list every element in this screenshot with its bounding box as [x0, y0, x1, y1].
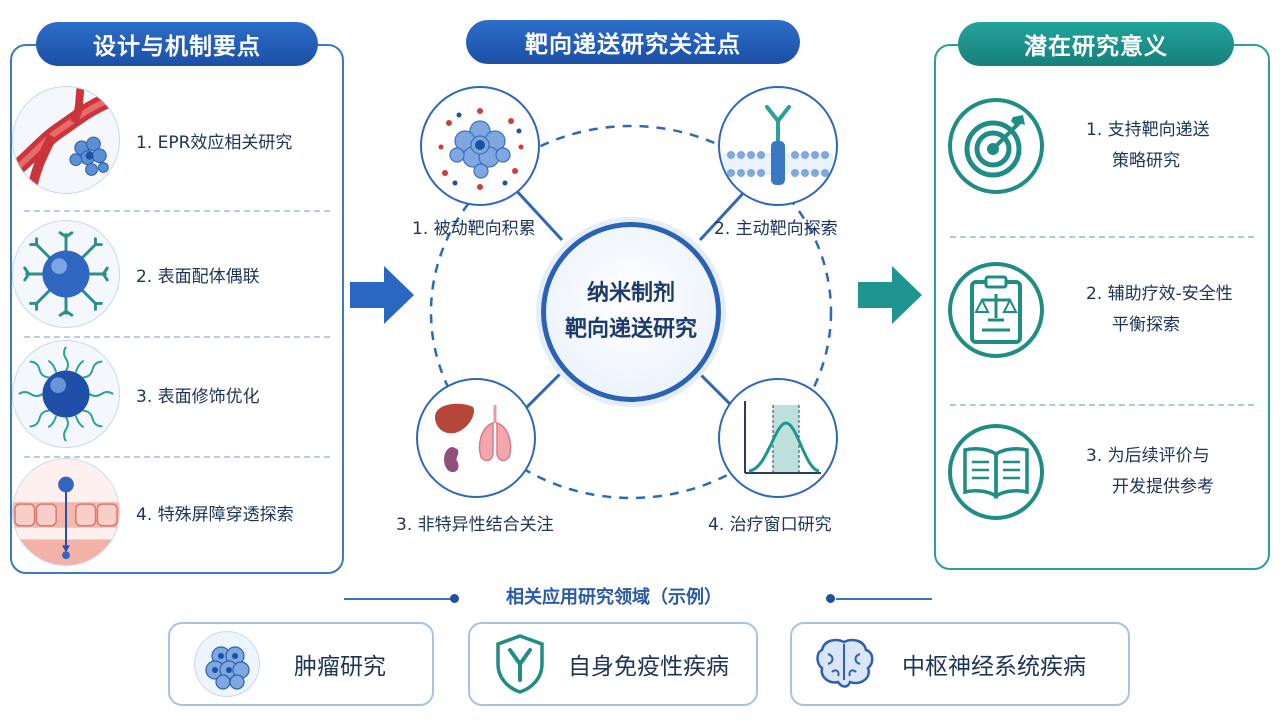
divider [344, 598, 452, 600]
application-card-cns: 中枢神经系统疾病 [790, 622, 1130, 706]
application-card-autoimmune: 自身免疫性疾病 [468, 622, 758, 706]
divider-dot [826, 594, 835, 603]
design-item-surface: 3. 表面修饰优化 [12, 340, 322, 448]
node-passive-targeting [420, 86, 540, 206]
center-title-line1: 纳米制剂 [586, 281, 675, 306]
divider [24, 336, 330, 338]
central-hub-nanoformulation: 纳米制剂 靶向递送研究 [541, 222, 721, 402]
divider [836, 598, 932, 600]
divider [24, 210, 330, 212]
divider-dot [450, 594, 459, 603]
organs-icon [435, 403, 512, 473]
application-label: 中枢神经系统疾病 [902, 654, 1086, 680]
design-item-epr: 1. EPR效应相关研究 [12, 86, 322, 194]
barrier-penetration-icon [12, 458, 120, 566]
application-label: 肿瘤研究 [294, 654, 386, 680]
flow-arrow-right-icon [350, 266, 414, 324]
brain-icon [812, 631, 878, 697]
ligand-nanoparticle-icon [12, 220, 120, 328]
target-icon [948, 98, 1044, 194]
clipboard-scale-icon [948, 262, 1044, 358]
significance-item-reference: 3. 为后续评价与 开发提供参考 [946, 424, 1262, 520]
design-item-ligand: 2. 表面配体偶联 [12, 220, 322, 328]
design-item-label: 2. 表面配体偶联 [136, 266, 260, 287]
node-label: 4. 治疗窗口研究 [708, 515, 832, 535]
open-book-icon [948, 424, 1044, 520]
polymer-coated-nanoparticle-icon [12, 340, 120, 448]
node-active-targeting [718, 86, 838, 206]
significance-label: 1. 支持靶向递送 策略研究 [1086, 120, 1210, 171]
significance-item-strategy: 1. 支持靶向递送 策略研究 [946, 98, 1262, 194]
significance-label: 3. 为后续评价与 开发提供参考 [1086, 446, 1214, 497]
targeting-focus-title: 靶向递送研究关注点 [466, 20, 800, 64]
antibody-shield-icon [490, 631, 550, 697]
divider [950, 404, 1254, 406]
node-label: 2. 主动靶向探索 [714, 219, 838, 239]
design-item-label: 4. 特殊屏障穿透探索 [136, 504, 294, 525]
divider [950, 236, 1254, 238]
blood-vessel-nanoparticle-icon [12, 86, 120, 194]
application-label: 自身免疫性疾病 [568, 654, 729, 680]
divider [24, 456, 330, 458]
design-item-label: 1. EPR效应相关研究 [136, 132, 293, 153]
flow-arrow-right-icon [858, 266, 922, 324]
therapeutic-window-curve-icon [744, 401, 821, 474]
application-card-oncology: 肿瘤研究 [168, 622, 434, 706]
design-item-barrier: 4. 特殊屏障穿透探索 [12, 458, 322, 566]
applications-title: 相关应用研究领域（示例） [506, 587, 722, 608]
research-significance-title: 潜在研究意义 [958, 22, 1234, 66]
design-mechanism-title: 设计与机制要点 [36, 22, 318, 66]
tumor-cells-icon [194, 631, 260, 697]
node-nonspecific-binding [416, 378, 536, 498]
node-therapeutic-window [718, 378, 838, 498]
center-title-line2: 靶向递送研究 [564, 317, 697, 342]
node-label: 1. 被动靶向积累 [412, 219, 536, 239]
nanoparticle-cluster-icon [438, 108, 524, 190]
significance-label: 2. 辅助疗效-安全性 平衡探索 [1086, 284, 1233, 335]
design-item-label: 3. 表面修饰优化 [136, 386, 260, 407]
membrane-receptor-icon [723, 105, 833, 185]
significance-item-efficacy-safety: 2. 辅助疗效-安全性 平衡探索 [946, 262, 1262, 358]
node-label: 3. 非特异性结合关注 [396, 515, 554, 535]
